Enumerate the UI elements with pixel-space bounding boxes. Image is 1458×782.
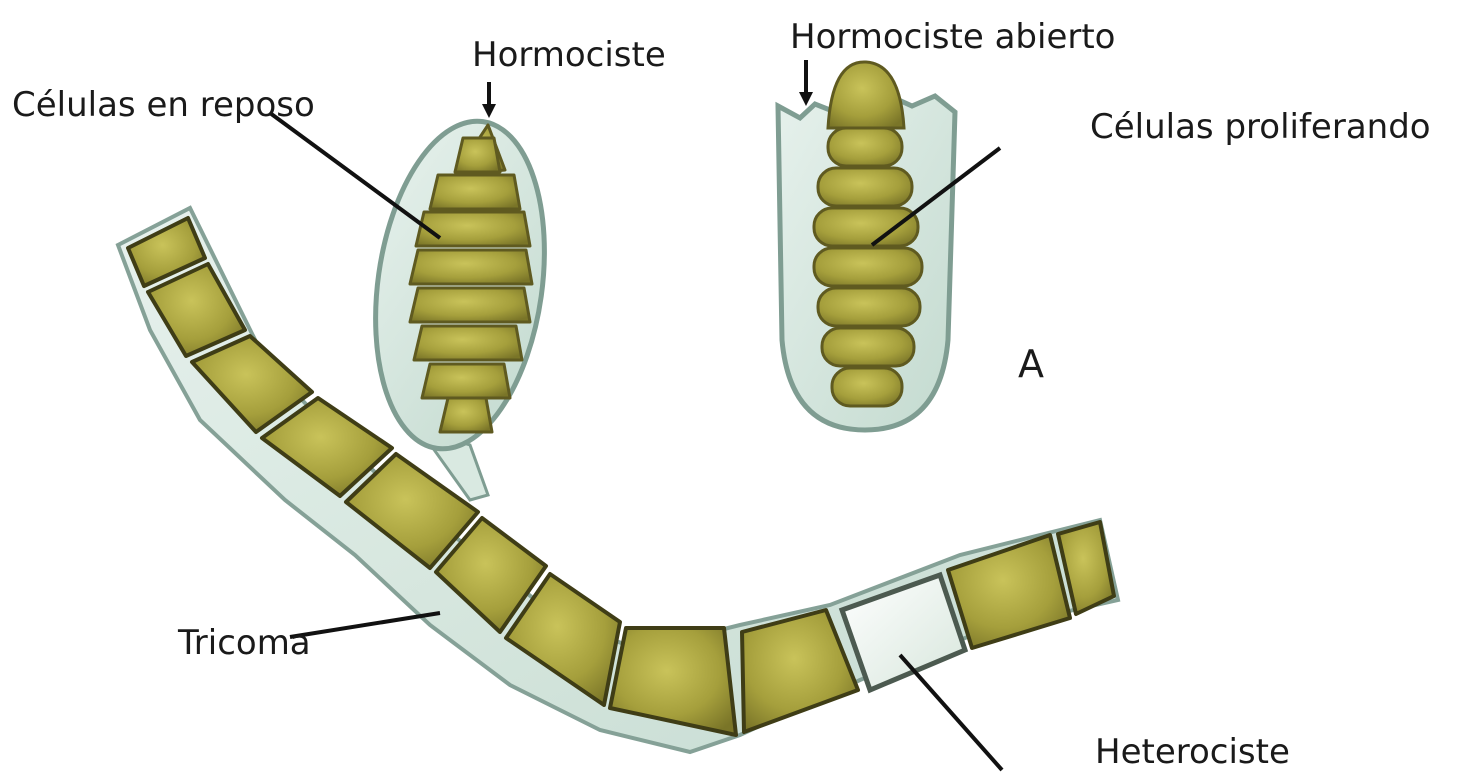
resting-cell (410, 288, 530, 322)
pointer-tricoma (290, 613, 440, 637)
resting-cell (414, 326, 522, 360)
proliferating-cell (814, 248, 922, 286)
resting-cell (410, 250, 532, 284)
resting-cell (416, 212, 530, 246)
label-hormociste: Hormociste (472, 38, 666, 72)
resting-cell (422, 364, 510, 398)
proliferating-cell (814, 208, 918, 246)
panel-letter: A (1018, 345, 1044, 383)
hormocyst-closed (356, 110, 564, 500)
proliferating-cell (832, 368, 902, 406)
proliferating-cell (818, 168, 912, 206)
resting-cell (440, 398, 492, 432)
label-celulas-en-reposo: Células en reposo (12, 88, 315, 122)
proliferating-cell (818, 288, 920, 326)
pointer-heterociste (900, 655, 1002, 770)
arrow-heads (482, 92, 813, 118)
label-celulas-proliferando: Células proliferando (1090, 110, 1431, 144)
resting-cell (455, 138, 500, 172)
resting-cell (430, 175, 520, 209)
arrow-hormociste-head (482, 104, 496, 118)
label-tricoma: Tricoma (178, 626, 311, 660)
proliferating-cell (828, 128, 902, 166)
hormocyst-open (778, 62, 955, 430)
label-heterociste: Heterociste (1095, 735, 1290, 769)
proliferating-cell-apex (828, 62, 904, 128)
arrow-hormociste-abierto-head (799, 92, 813, 106)
label-hormociste-abierto: Hormociste abierto (790, 20, 1115, 54)
proliferating-cell (822, 328, 914, 366)
